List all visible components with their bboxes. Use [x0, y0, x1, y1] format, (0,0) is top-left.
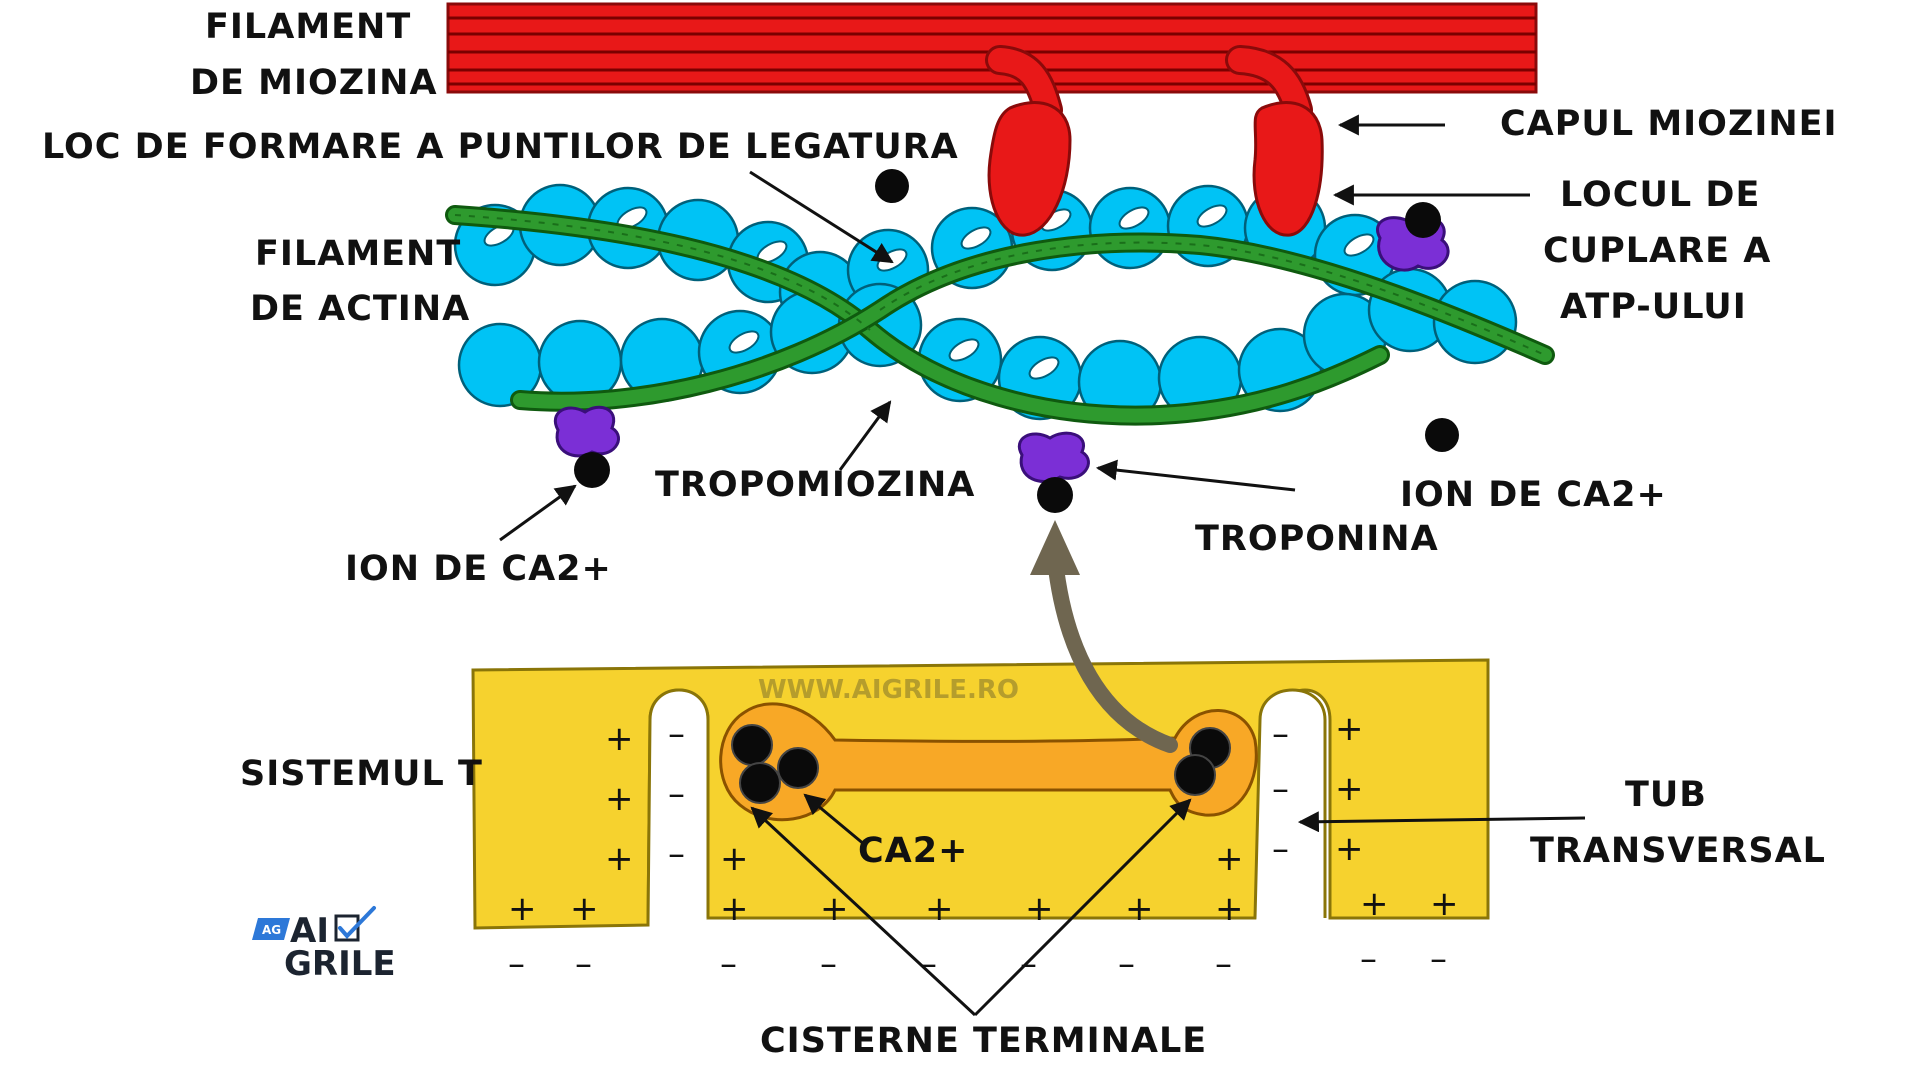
positive-charge: + [1215, 889, 1244, 929]
binding-site [1196, 204, 1228, 228]
label-atp-site-2: CUPLARE A [1543, 231, 1771, 271]
negative-charge: – [1215, 944, 1232, 984]
positive-charge: + [820, 889, 849, 929]
calcium-ion [1037, 477, 1073, 513]
logo-badge-text: AG [262, 923, 281, 937]
myosin-filament [446, 2, 1538, 94]
negative-charge: – [1430, 939, 1447, 979]
membrane-charges: ++++++++++++++++++–––––––––––––––– [508, 709, 1459, 984]
positive-charge: + [1335, 709, 1364, 749]
positive-charge: + [1215, 839, 1244, 879]
terminal-cisterna [719, 702, 1258, 822]
logo-badge-shape [252, 918, 290, 940]
label-transverse-tube-1: TUB [1625, 775, 1707, 815]
positive-charge: + [925, 889, 954, 929]
label-transverse-tube-2: TRANSVERSAL [1530, 831, 1826, 871]
negative-charge: – [575, 944, 592, 984]
logo-ai-text: AI [290, 911, 329, 951]
myosin-head-left [985, 45, 1072, 237]
positive-charge: + [1025, 889, 1054, 929]
positive-charge: + [720, 839, 749, 879]
label-actin-filament-1: FILAMENT [255, 234, 461, 274]
binding-site [728, 330, 760, 354]
negative-charge: – [1020, 944, 1037, 984]
label-atp-site-3: ATP-ULUI [1560, 287, 1747, 327]
website-watermark: WWW.AIGRILE.RO [758, 675, 1019, 705]
negative-charge: – [820, 944, 837, 984]
label-calcium-ion-left: ION DE CA2+ [345, 549, 612, 589]
label-ca2: CA2+ [858, 831, 968, 871]
positive-charge: + [1335, 769, 1364, 809]
positive-charge: + [605, 839, 634, 879]
positive-charge: + [1360, 884, 1389, 924]
logo-grile-text: GRILE [284, 944, 396, 984]
label-myosin-filament-2: DE MIOZINA [190, 63, 438, 103]
positive-charge: + [508, 889, 537, 929]
binding-site [1343, 233, 1375, 257]
negative-charge: – [1272, 769, 1289, 809]
label-t-system: SISTEMUL T [240, 754, 483, 794]
negative-charge: – [508, 944, 525, 984]
checkbox-icon [334, 914, 360, 942]
troponin-left [554, 405, 620, 488]
positive-charge: + [605, 719, 634, 759]
pointer-arrows [499, 114, 1586, 1017]
label-bridge-site: LOC DE FORMARE A PUNTILOR DE LEGATURA [42, 127, 959, 167]
binding-site [1028, 356, 1060, 380]
troponin-center [1018, 431, 1090, 513]
binding-site [960, 226, 992, 250]
calcium-ion [574, 452, 610, 488]
positive-charge: + [570, 889, 599, 929]
checkmark-icon [338, 906, 376, 939]
label-terminal-cisternae: CISTERNE TERMINALE [760, 1021, 1207, 1061]
negative-charge: – [668, 714, 685, 754]
calcium-ion-free [1425, 418, 1459, 452]
positive-charge: + [720, 889, 749, 929]
calcium-release-arrow [1030, 520, 1178, 753]
label-calcium-ion-right: ION DE CA2+ [1400, 475, 1667, 515]
label-troponin: TROPONINA [1195, 519, 1439, 559]
negative-charge: – [668, 834, 685, 874]
label-tropomyosin: TROPOMIOZINA [655, 465, 975, 505]
label-atp-site-1: LOCUL DE [1560, 175, 1760, 215]
positive-charge: + [1125, 889, 1154, 929]
label-myosin-head: CAPUL MIOZINEI [1500, 104, 1838, 144]
aigrile-logo: AG AI GRILE [252, 906, 396, 984]
negative-charge: – [1118, 944, 1135, 984]
stored-calcium [731, 724, 1231, 804]
label-actin-filament-2: DE ACTINA [250, 289, 470, 329]
calcium-ion-free [875, 169, 909, 203]
positive-charge: + [1430, 884, 1459, 924]
calcium-ion [1405, 202, 1441, 238]
negative-charge: – [720, 944, 737, 984]
binding-site [948, 338, 980, 362]
positive-charge: + [1335, 829, 1364, 869]
label-myosin-filament-1: FILAMENT [205, 7, 411, 47]
tropomyosin-strands [445, 205, 1555, 426]
negative-charge: – [668, 774, 685, 814]
negative-charge: – [1272, 714, 1289, 754]
troponin-right [1376, 202, 1450, 272]
myosin-head-right [1225, 45, 1324, 237]
negative-charge: – [1272, 829, 1289, 869]
binding-site [1118, 206, 1150, 230]
positive-charge: + [605, 779, 634, 819]
negative-charge: – [1360, 939, 1377, 979]
